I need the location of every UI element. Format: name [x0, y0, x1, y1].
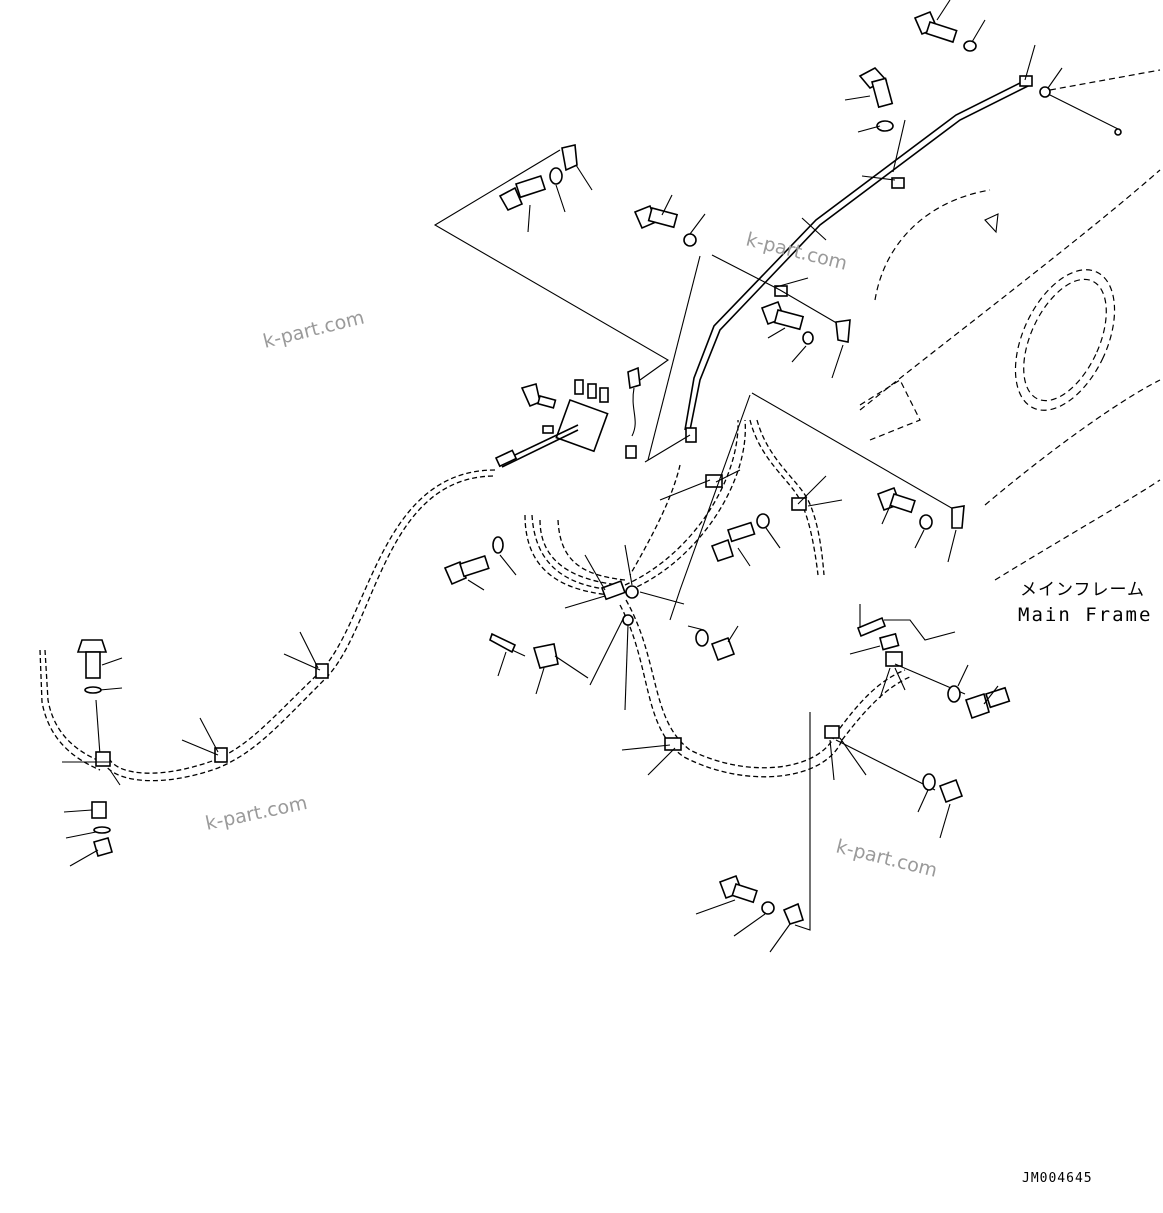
main-frame-label-en: Main Frame: [1018, 604, 1152, 626]
fittings-right-lower: [835, 604, 1011, 839]
washer-icon: [947, 685, 961, 703]
washer-icon: [756, 513, 770, 529]
clip-icon: [824, 725, 840, 739]
leader-box-right: [669, 392, 965, 621]
washer-icon: [922, 773, 936, 791]
washer-icon: [84, 686, 102, 694]
clip-icon: [664, 737, 682, 751]
clip-icon: [685, 427, 697, 443]
valve-block: [494, 366, 641, 468]
hose-left-long: [39, 469, 496, 782]
main-frame-label-jp: メインフレーム: [1020, 580, 1145, 600]
drawing-code: JM004645: [1022, 1171, 1093, 1186]
watermark: k-part.com: [744, 229, 850, 275]
washer-icon: [919, 514, 933, 530]
watermark: k-part.com: [834, 836, 940, 882]
washer-icon: [683, 233, 697, 247]
washer-icon: [93, 826, 111, 834]
watermark: k-part.com: [261, 306, 367, 352]
washer-icon: [876, 120, 894, 132]
washer-icon: [492, 536, 504, 554]
hose-center-bundle: [524, 419, 913, 781]
bolt-group-top: [913, 0, 1063, 89]
washer-icon: [549, 167, 563, 185]
bolt-group-vertical: [844, 67, 906, 181]
leader-box-upper-left: [433, 144, 670, 381]
leader-box-bottom: [695, 712, 811, 953]
bolt-group-middle: [633, 194, 851, 463]
washer-icon: [963, 40, 977, 52]
fitting-stack-left: [62, 639, 123, 867]
washer-icon: [761, 901, 775, 915]
clip-icon: [891, 177, 905, 189]
center-small-parts: [443, 513, 781, 695]
washer-icon: [695, 629, 709, 647]
plug-icon: [1039, 86, 1051, 98]
clip-icon: [791, 497, 807, 511]
clip-icon: [315, 663, 329, 679]
washer-icon: [802, 331, 814, 345]
main-frame-outline: [859, 69, 1161, 581]
watermark: k-part.com: [203, 792, 309, 835]
